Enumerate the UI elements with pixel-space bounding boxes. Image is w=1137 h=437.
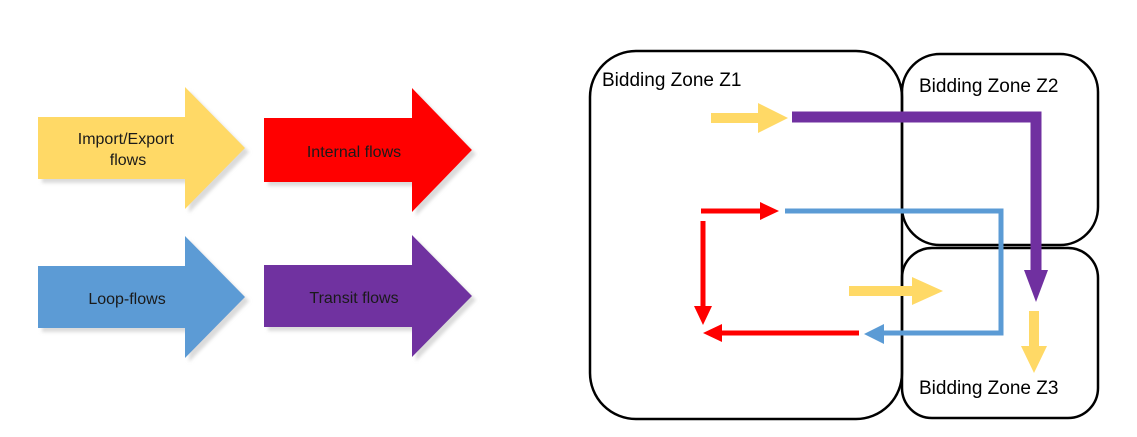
zones: Bidding Zone Z1 Bidding Zone Z2 Bidding … (588, 49, 1100, 421)
zone-z2-label: Bidding Zone Z2 (919, 76, 1058, 97)
legend-transit-label: Transit flows (309, 290, 398, 307)
flow-internal-left-arrowhead (694, 306, 712, 325)
legend-transit-arrow (264, 235, 472, 357)
legend-loop-label: Loop-flows (88, 291, 165, 308)
legend-import-export-arrow (38, 87, 245, 209)
legend-import-export-label: Import/Export flows (78, 131, 178, 169)
zone-z1-label: Bidding Zone Z1 (602, 70, 741, 91)
flow-transit-path (792, 111, 1042, 272)
zone-z3-label: Bidding Zone Z3 (919, 378, 1058, 399)
flow-loop-path (785, 208, 1004, 336)
flow-loop-arrowhead (864, 324, 884, 344)
legend-import-export-line2: flows (110, 152, 146, 169)
flows (694, 103, 1048, 373)
flow-transit-arrowhead (1024, 270, 1048, 302)
legend: Import/Export flows Internal flows Loop-… (38, 87, 472, 358)
flow-internal-bottom-arrowhead (703, 324, 722, 342)
flow-import-export-arrow-top (711, 103, 788, 133)
legend-internal-arrow (264, 88, 472, 212)
flow-import-export-arrow-middle (849, 277, 943, 305)
legend-import-export-line1: Import/Export (78, 131, 175, 148)
flow-import-export-arrow-down (1021, 311, 1047, 373)
legend-loop-arrow (38, 236, 245, 358)
legend-internal-label: Internal flows (307, 144, 401, 161)
flow-internal-top-arrowhead (760, 202, 779, 220)
zone-z1-box (588, 49, 904, 421)
